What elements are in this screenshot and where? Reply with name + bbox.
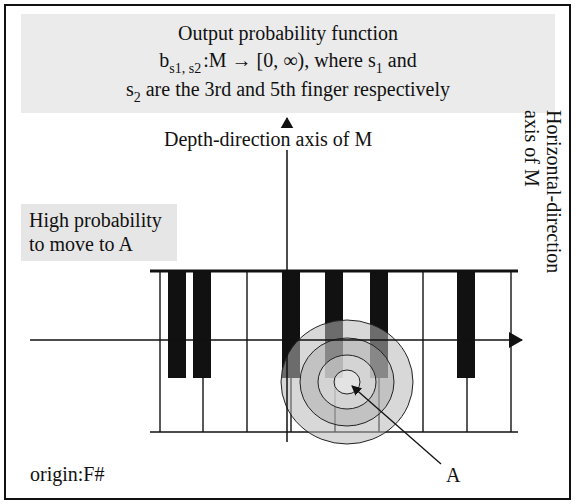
title-box: Output probability function bs1, s2:M → [… — [21, 14, 555, 113]
title-text: are the 3rd and 5th finger respectively — [146, 78, 450, 100]
title-text: :M → [0, ∞), where s — [203, 49, 376, 71]
horizontal-axis — [30, 339, 522, 341]
origin-label: origin:F# — [30, 463, 104, 485]
note-box: High probability to move to A — [21, 204, 177, 261]
title-line: Output probability function — [29, 20, 547, 47]
title-text: and — [388, 49, 417, 71]
frame-border — [5, 5, 570, 499]
title-line: bs1, s2:M → [0, ∞), where s1 and — [29, 47, 547, 76]
axis-label: Depth-direction axis of M — [162, 128, 374, 150]
subscript-text: s1, s2 — [169, 61, 201, 76]
leader-arrow — [352, 386, 441, 464]
title-line: s2 are the 3rd and 5th finger respectivel… — [29, 76, 547, 105]
note-text: High probability to move to A — [29, 208, 169, 256]
white-key-lines — [160, 271, 511, 432]
subscript-text: 2 — [134, 90, 141, 105]
title-text: Output probability function — [178, 22, 398, 44]
point-label: A — [446, 464, 460, 486]
axis-label: Horizontal-direction axis of M — [521, 110, 565, 298]
subscript-text: 1 — [376, 61, 383, 76]
depth-axis — [286, 118, 288, 442]
probability-contours — [281, 320, 413, 444]
title-text: b — [159, 49, 169, 71]
title-text: s — [126, 78, 134, 100]
keyboard-top-edge — [150, 270, 518, 273]
